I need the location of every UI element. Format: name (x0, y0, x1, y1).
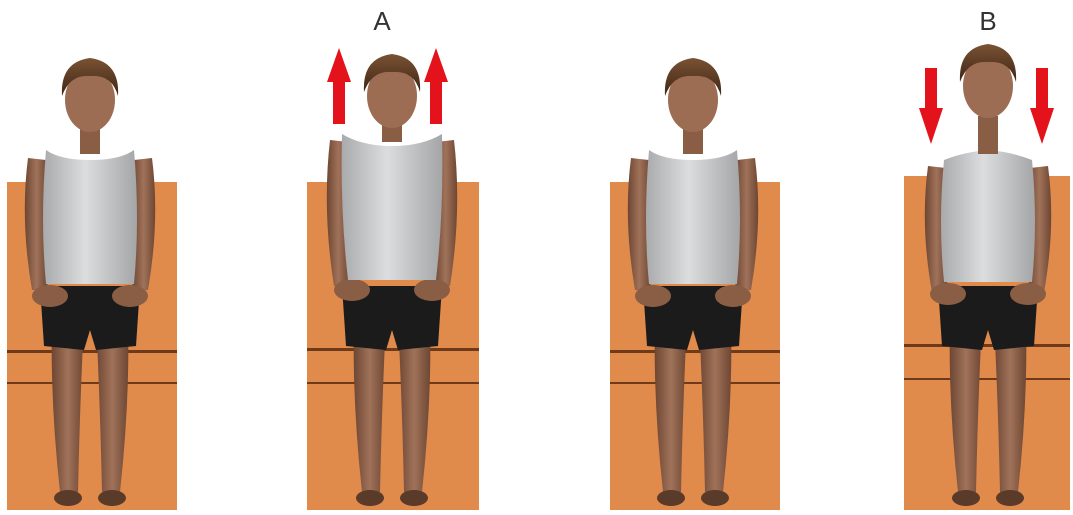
panel-label-a: A (362, 6, 402, 36)
panel-baseline-2 (610, 58, 780, 510)
arrow-up-right-icon (424, 48, 448, 124)
panel-shoulders-raised (307, 48, 479, 510)
panel-label-b: B (968, 6, 1008, 36)
arrow-down-right-icon (1030, 68, 1054, 144)
arrow-up-left-icon (327, 48, 351, 124)
arrow-down-left-icon (919, 68, 943, 144)
panel-shoulders-depressed (904, 44, 1070, 510)
panel-baseline-1 (7, 58, 177, 510)
